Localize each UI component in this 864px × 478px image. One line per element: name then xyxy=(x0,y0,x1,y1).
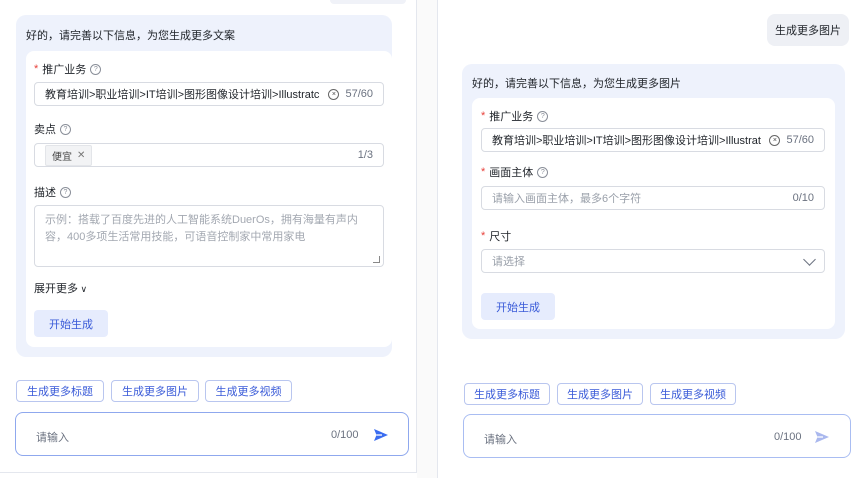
chip-more-images[interactable]: 生成更多图片 xyxy=(111,380,199,402)
chip-more-titles[interactable]: 生成更多标题 xyxy=(464,383,550,405)
size-select[interactable]: 请选择 xyxy=(481,249,825,273)
industry-label: * 推广业务 ? xyxy=(34,61,102,77)
previous-message-fragment xyxy=(330,0,406,4)
subject-count: 0/10 xyxy=(792,192,814,204)
description-label: 描述 ? xyxy=(34,184,71,200)
assistant-message-card: 好的，请完善以下信息，为您生成更多图片 * 推广业务 ? 教育培训>职业培训>I… xyxy=(462,64,845,339)
industry-label-text: 推广业务 xyxy=(42,64,87,76)
clear-icon[interactable]: × xyxy=(769,134,781,146)
description-placeholder: 示例：搭载了百度先进的人工智能系统DuerOs，拥有海量有声内容，400多项生活… xyxy=(45,214,358,243)
description-textarea[interactable]: 示例：搭载了百度先进的人工智能系统DuerOs，拥有海量有声内容，400多项生活… xyxy=(34,205,384,267)
selling-tag: 便宜 ✕ xyxy=(45,144,93,166)
chat-input[interactable]: 请输入 0/100 xyxy=(15,412,409,456)
selling-tags: 便宜 ✕ xyxy=(45,144,358,166)
chevron-down-icon xyxy=(803,252,816,266)
assistant-message-card: 好的，请完善以下信息，为您生成更多文案 * 推广业务 ? 教育培训>职业培训>I… xyxy=(16,15,392,357)
help-icon[interactable]: ? xyxy=(537,110,549,122)
send-icon[interactable] xyxy=(373,427,389,443)
left-chat-panel: 好的，请完善以下信息，为您生成更多文案 * 推广业务 ? 教育培训>职业培训>I… xyxy=(0,0,417,473)
selling-count: 1/3 xyxy=(357,149,373,161)
chip-more-videos[interactable]: 生成更多视频 xyxy=(650,383,736,405)
required-mark: * xyxy=(34,63,39,75)
size-label-text: 尺寸 xyxy=(489,231,512,243)
chat-input-placeholder: 请输入 xyxy=(484,434,517,446)
assistant-message-text: 好的，请完善以下信息，为您生成更多图片 xyxy=(472,78,681,90)
required-mark: * xyxy=(481,166,486,178)
start-generate-button[interactable]: 开始生成 xyxy=(34,310,108,337)
chip-more-titles[interactable]: 生成更多标题 xyxy=(16,380,104,402)
selling-point-field[interactable]: 便宜 ✕ 1/3 xyxy=(34,143,384,167)
industry-count: 57/60 xyxy=(345,88,373,100)
user-message-bubble: 生成更多图片 xyxy=(767,14,849,46)
industry-value: 教育培训>职业培训>IT培训>图形图像设计培训>Illustratc xyxy=(45,89,320,101)
help-icon[interactable]: ? xyxy=(60,123,71,135)
assistant-message-text: 好的，请完善以下信息，为您生成更多文案 xyxy=(26,30,235,42)
expand-more-link[interactable]: 展开更多 ∨ xyxy=(34,280,87,296)
chat-input-count: 0/100 xyxy=(331,429,359,441)
help-icon[interactable]: ? xyxy=(537,166,549,178)
chat-input[interactable]: 请输入 0/100 xyxy=(463,414,851,458)
subject-placeholder: 请输入画面主体，最多6个字符 xyxy=(492,193,642,205)
help-icon[interactable]: ? xyxy=(60,186,71,198)
selling-point-label: 卖点 ? xyxy=(34,121,71,137)
send-icon[interactable] xyxy=(814,429,830,445)
size-placeholder: 请选择 xyxy=(492,256,525,268)
selling-tag-label: 便宜 xyxy=(52,151,72,163)
start-generate-button[interactable]: 开始生成 xyxy=(481,293,555,320)
selling-point-label-text: 卖点 xyxy=(34,124,56,136)
required-mark: * xyxy=(481,230,486,242)
industry-count: 57/60 xyxy=(786,134,814,146)
chat-input-count: 0/100 xyxy=(774,431,802,443)
expand-more-label: 展开更多 xyxy=(34,283,78,295)
industry-label: * 推广业务 ? xyxy=(481,108,549,124)
chip-more-images[interactable]: 生成更多图片 xyxy=(557,383,643,405)
subject-label: * 画面主体 ? xyxy=(481,164,549,180)
industry-label-text: 推广业务 xyxy=(489,111,534,123)
copy-form: * 推广业务 ? 教育培训>职业培训>IT培训>图形图像设计培训>Illustr… xyxy=(26,51,392,347)
subject-label-text: 画面主体 xyxy=(489,167,534,179)
resize-handle[interactable] xyxy=(373,256,380,263)
size-label: * 尺寸 xyxy=(481,228,511,244)
image-form: * 推广业务 ? 教育培训>职业培训>IT培训>图形图像设计培训>Illustr… xyxy=(472,98,835,329)
industry-field[interactable]: 教育培训>职业培训>IT培训>图形图像设计培训>Illustratc × 57/… xyxy=(34,82,384,106)
subject-input[interactable]: 请输入画面主体，最多6个字符 0/10 xyxy=(481,186,825,210)
industry-field[interactable]: 教育培训>职业培训>IT培训>图形图像设计培训>Illustratc × 57/… xyxy=(481,128,825,152)
description-label-text: 描述 xyxy=(34,187,56,199)
help-icon[interactable]: ? xyxy=(90,63,102,75)
chat-input-placeholder: 请输入 xyxy=(36,432,69,444)
required-mark: * xyxy=(481,110,486,122)
chip-more-videos[interactable]: 生成更多视频 xyxy=(205,380,292,402)
industry-value: 教育培训>职业培训>IT培训>图形图像设计培训>Illustratc xyxy=(492,135,762,147)
chevron-down-icon: ∨ xyxy=(78,284,88,294)
right-chat-panel: 生成更多图片 好的，请完善以下信息，为您生成更多图片 * 推广业务 ? 教育培训… xyxy=(437,0,864,478)
clear-icon[interactable]: × xyxy=(328,88,340,100)
tag-close-icon[interactable]: ✕ xyxy=(77,149,86,161)
scrollbar-track[interactable] xyxy=(417,0,437,478)
